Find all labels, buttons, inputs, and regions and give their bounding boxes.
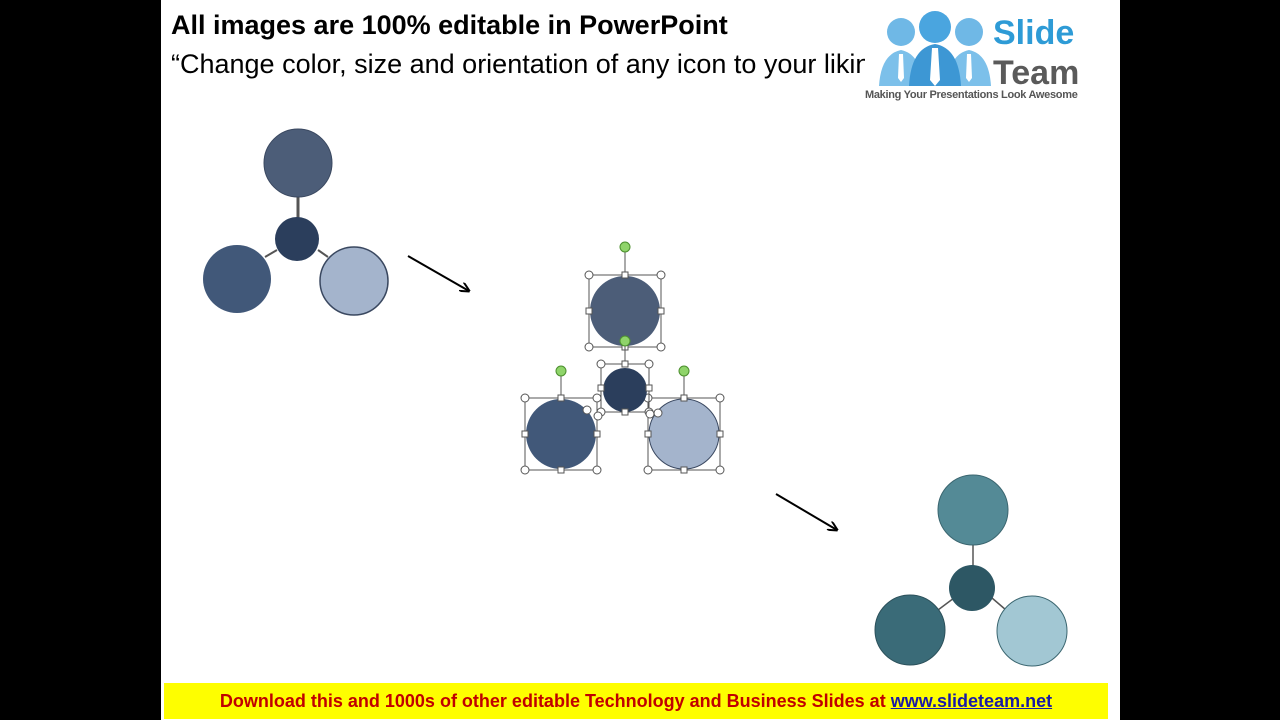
connector-line <box>991 597 1007 611</box>
arrow <box>775 493 837 530</box>
slide-title: All images are 100% editable in PowerPoi… <box>171 10 728 40</box>
hub-diagram-original[interactable] <box>203 128 389 316</box>
hub-circle[interactable] <box>275 217 319 261</box>
logo-tagline: Making Your Presentations Look Awesome <box>865 89 1078 101</box>
slideteam-logo: Slide Team Making Your Presentations Loo… <box>865 8 1105 104</box>
diagram-canvas <box>203 128 1068 667</box>
slide-subtitle: “Change color, size and orientation of a… <box>171 49 866 79</box>
slideteam-link[interactable]: www.slideteam.net <box>890 691 1053 711</box>
hub-circle[interactable] <box>949 565 995 611</box>
logo-word-team: Team <box>993 54 1080 92</box>
hub-diagram-selected[interactable] <box>520 241 725 475</box>
rotate-handle[interactable] <box>619 241 631 253</box>
connector-line <box>264 249 278 258</box>
slide: All images are 100% editable in PowerPoi… <box>161 0 1120 720</box>
connector-handle[interactable] <box>645 409 655 419</box>
connector-handle[interactable] <box>593 411 603 421</box>
left-node-circle[interactable] <box>526 399 596 469</box>
right-node-circle[interactable] <box>996 595 1068 667</box>
connector-handle[interactable] <box>582 405 592 415</box>
rotate-handle[interactable] <box>555 365 567 377</box>
hub-circle[interactable] <box>603 368 647 412</box>
logo-word-slide: Slide <box>993 14 1075 52</box>
top-node-circle[interactable] <box>590 276 660 346</box>
connector-line <box>937 597 955 611</box>
connector-line <box>317 249 329 258</box>
rotate-handle[interactable] <box>678 365 690 377</box>
top-node-circle[interactable] <box>263 128 333 198</box>
rotate-handle[interactable] <box>619 335 631 347</box>
banner-text: Download this and 1000s of other editabl… <box>219 691 891 711</box>
top-node-circle[interactable] <box>937 474 1009 546</box>
left-node-circle[interactable] <box>874 594 946 666</box>
right-node-circle[interactable] <box>319 246 389 316</box>
hub-diagram-recolored[interactable] <box>874 474 1068 667</box>
connector-handle[interactable] <box>653 408 663 418</box>
arrow <box>407 255 469 291</box>
left-node-circle[interactable] <box>203 245 271 313</box>
people-icon <box>879 11 991 86</box>
download-banner: Download this and 1000s of other editabl… <box>164 683 1108 719</box>
